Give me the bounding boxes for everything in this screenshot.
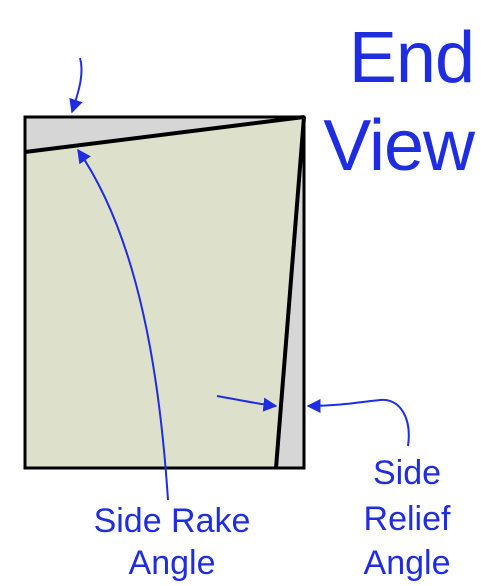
side-relief-edge	[274, 116, 306, 469]
relief-inner-arrow	[216, 395, 278, 412]
tool-body	[25, 117, 304, 468]
side-relief-label-line1: Side	[372, 454, 442, 492]
side-rake-label-line1: Side Rake	[93, 502, 251, 540]
top-reference-arrow	[69, 57, 83, 114]
side-relief-label-line3: Angle	[363, 544, 451, 582]
stock-outline	[23, 115, 306, 470]
side-rake-edge	[24, 115, 305, 154]
relief-outer-arrow	[306, 398, 410, 447]
side-rake-arrow	[77, 148, 169, 501]
side-relief-label-line2: Relief	[363, 500, 451, 538]
side-rake-label-line2: Angle	[128, 544, 216, 582]
title-line-view: View	[323, 106, 475, 186]
title-line-end: End	[348, 18, 475, 98]
